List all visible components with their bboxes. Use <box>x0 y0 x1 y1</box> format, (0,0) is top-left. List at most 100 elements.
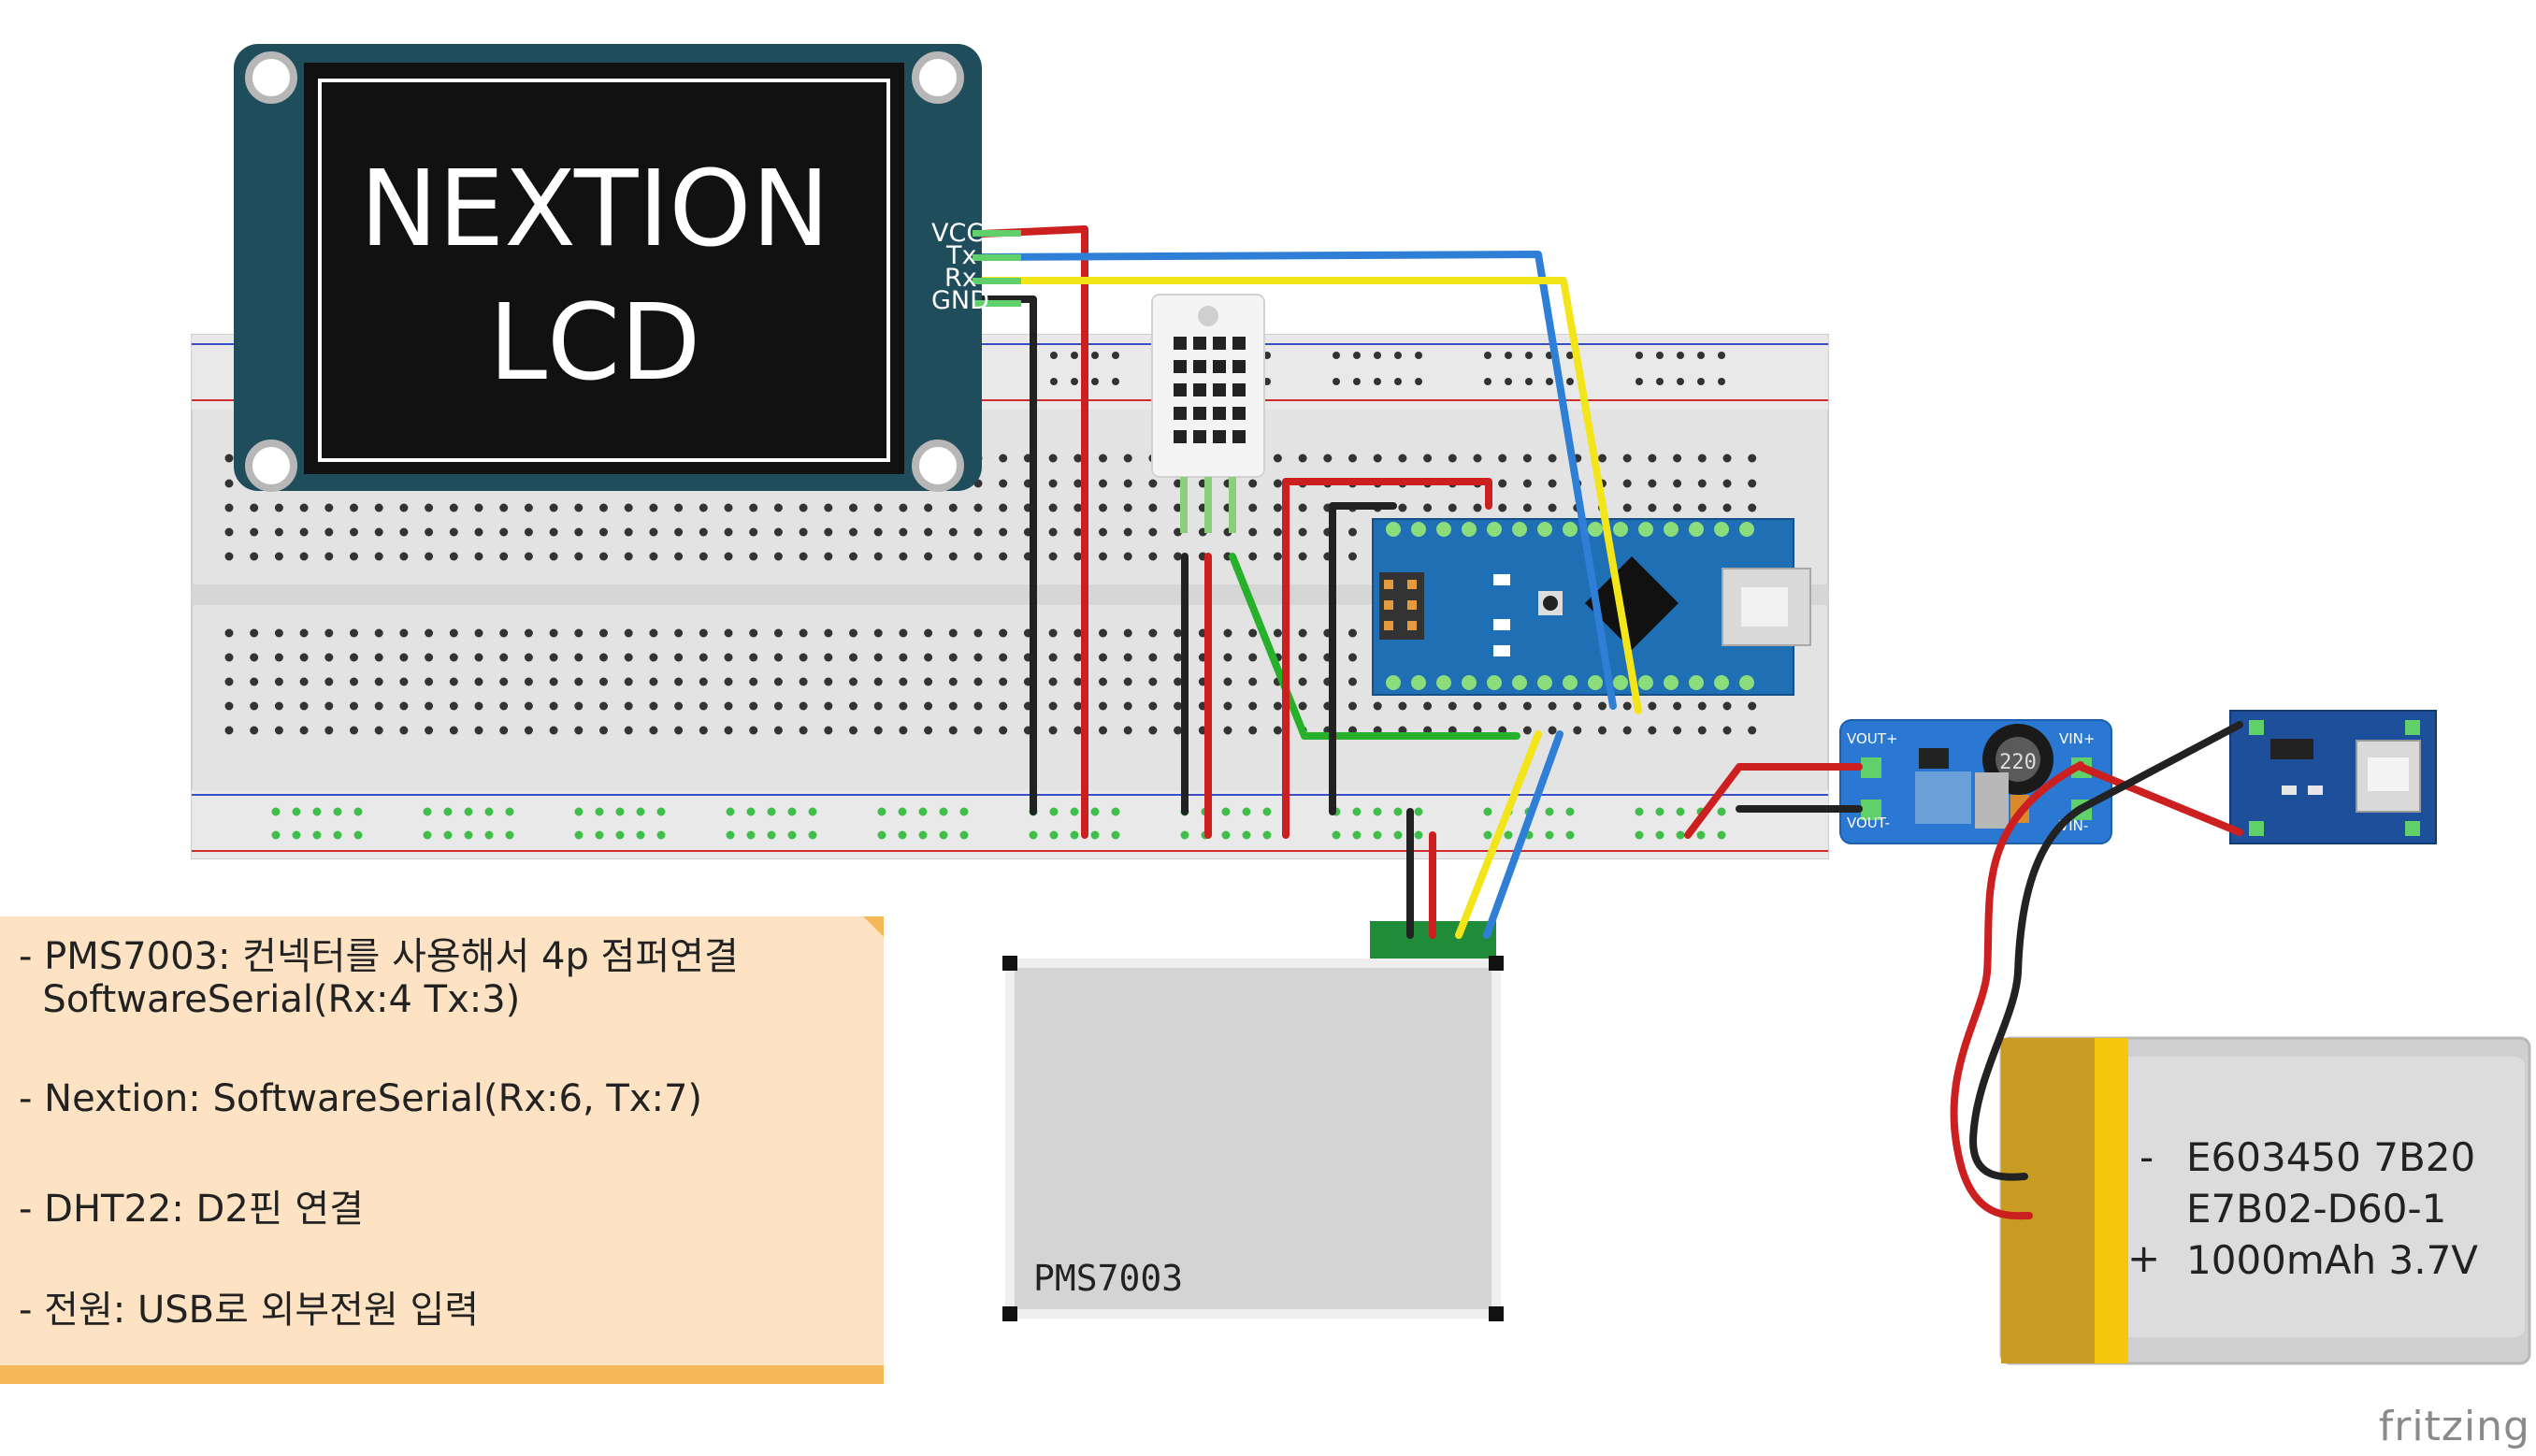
breadboard-hole <box>1099 653 1107 662</box>
breadboard-hole <box>464 807 473 816</box>
breadboard-hole <box>524 726 533 735</box>
breadboard-hole <box>918 807 928 816</box>
breadboard-hole <box>1323 454 1333 463</box>
breadboard-hole <box>899 628 908 638</box>
breadboard-hole <box>1248 628 1258 638</box>
breadboard-hole <box>674 701 684 711</box>
breadboard-hole <box>333 807 342 816</box>
vin-plus-label: VIN+ <box>2059 730 2095 747</box>
breadboard-hole <box>499 677 509 686</box>
nano-pin <box>1714 675 1729 690</box>
breadboard-hole <box>1548 479 1557 488</box>
breadboard-hole <box>474 503 483 512</box>
breadboard-hole <box>939 807 948 816</box>
breadboard-hole <box>1273 628 1282 638</box>
breadboard-hole <box>724 503 733 512</box>
breadboard-hole <box>425 628 434 638</box>
breadboard-hole <box>1073 726 1083 735</box>
breadboard-hole <box>1697 479 1707 488</box>
breadboard-hole <box>1373 830 1382 840</box>
breadboard-hole <box>1718 352 1725 359</box>
breadboard-hole <box>1677 378 1684 385</box>
breadboard-hole <box>423 807 432 816</box>
breadboard-hole <box>1548 701 1557 711</box>
breadboard-hole <box>574 807 584 816</box>
nano-pin <box>1638 522 1653 537</box>
breadboard-hole <box>873 677 883 686</box>
breadboard-hole <box>1298 552 1307 561</box>
nextion-lcd: NEXTION LCD VCC Tx Rx GND <box>234 44 1021 492</box>
breadboard-hole <box>324 503 334 512</box>
breadboard-hole <box>350 503 358 512</box>
breadboard-hole <box>574 701 584 711</box>
breadboard-hole <box>1546 378 1553 385</box>
breadboard-hole <box>1123 454 1132 463</box>
note-fold-corner <box>863 916 884 937</box>
breadboard-hole <box>973 677 983 686</box>
breadboard-hole <box>824 701 833 711</box>
breadboard-hole <box>449 653 458 662</box>
breadboard-hole <box>1677 352 1684 359</box>
breadboard-hole <box>624 527 633 537</box>
breadboard-hole <box>1348 454 1357 463</box>
breadboard-hole <box>374 726 383 735</box>
breadboard-hole <box>749 552 758 561</box>
breadboard-hole <box>449 677 458 686</box>
breadboard-hole <box>849 503 857 512</box>
breadboard-hole <box>274 503 283 512</box>
breadboard-hole <box>324 628 334 638</box>
breadboard-hole <box>484 807 494 816</box>
breadboard-hole <box>499 653 509 662</box>
breadboard-hole <box>1398 454 1407 463</box>
breadboard-hole <box>1242 830 1251 840</box>
breadboard-hole <box>674 527 684 537</box>
breadboard-hole <box>524 653 533 662</box>
breadboard-hole <box>948 527 958 537</box>
breadboard-hole <box>1598 454 1607 463</box>
breadboard-hole <box>924 677 933 686</box>
fritzing-watermark: fritzing <box>2378 1403 2530 1450</box>
breadboard-hole <box>699 701 708 711</box>
breadboard-hole <box>1099 677 1107 686</box>
breadboard-hole <box>1722 503 1732 512</box>
breadboard-hole <box>1148 628 1158 638</box>
lcd-pin-rx: Rx <box>944 264 977 293</box>
breadboard-hole <box>1174 527 1183 537</box>
breadboard-hole <box>1073 677 1083 686</box>
breadboard-hole <box>1332 830 1341 840</box>
breadboard-hole <box>505 830 514 840</box>
breadboard-hole <box>350 653 358 662</box>
breadboard-hole <box>250 653 259 662</box>
nano-pin <box>1739 522 1754 537</box>
breadboard-hole <box>1273 527 1282 537</box>
breadboard-hole <box>615 830 625 840</box>
breadboard-hole <box>1697 352 1705 359</box>
breadboard-hole <box>1091 352 1099 359</box>
breadboard-hole <box>999 677 1008 686</box>
breadboard-hole <box>1718 378 1725 385</box>
breadboard-hole <box>1248 677 1258 686</box>
breadboard-hole <box>624 677 633 686</box>
breadboard-hole <box>333 830 342 840</box>
breadboard-hole <box>1123 527 1132 537</box>
breadboard-hole <box>1049 830 1059 840</box>
breadboard-hole <box>824 503 833 512</box>
breadboard-hole <box>1348 628 1357 638</box>
breadboard-hole <box>1423 454 1433 463</box>
breadboard-hole <box>1248 552 1258 561</box>
breadboard-hole <box>746 830 756 840</box>
breadboard-hole <box>474 527 483 537</box>
breadboard-hole <box>350 628 358 638</box>
breadboard-hole <box>299 677 309 686</box>
breadboard-hole <box>399 628 409 638</box>
breadboard-hole <box>599 677 608 686</box>
breadboard-hole <box>1648 701 1657 711</box>
breadboard-hole <box>699 653 708 662</box>
breadboard-hole <box>999 479 1008 488</box>
breadboard-hole <box>699 726 708 735</box>
breadboard-hole <box>1598 701 1607 711</box>
breadboard-hole <box>624 503 633 512</box>
breadboard-hole <box>1484 352 1491 359</box>
breadboard-hole <box>649 628 658 638</box>
breadboard-hole <box>999 527 1008 537</box>
